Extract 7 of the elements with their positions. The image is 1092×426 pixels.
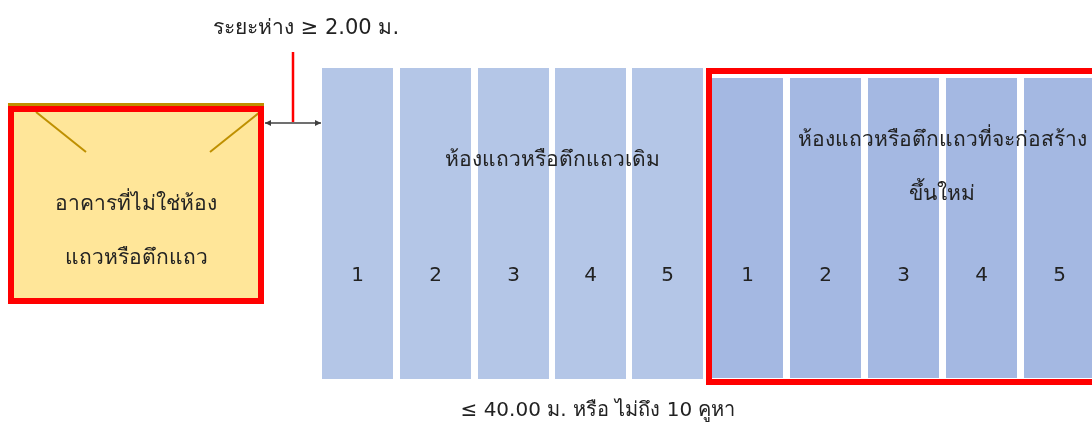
group-label: ห้องแถวหรือตึกแถวที่จะก่อสร้างขึ้นใหม่ xyxy=(792,112,1092,220)
dimension-arrow xyxy=(264,120,322,126)
dimension-note: ≤ 40.00 ม. หรือ ไม่ถึง 10 คูหา xyxy=(459,396,737,424)
unit-bay: 1 xyxy=(712,78,783,378)
unit-bay: 1 xyxy=(322,68,393,379)
group-label: ห้องแถวหรือตึกแถวเดิม xyxy=(443,146,661,173)
building-box: อาคารที่ไม่ใช่ห้องแถวหรือตึกแถว xyxy=(8,106,264,304)
